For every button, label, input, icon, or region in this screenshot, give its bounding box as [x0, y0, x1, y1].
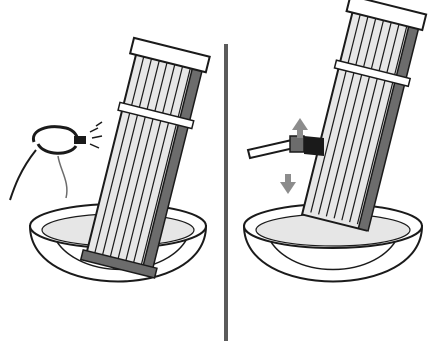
arrow-up-icon: [292, 118, 308, 138]
arrow-down-icon: [280, 174, 296, 194]
spray-nozzle-icon: [10, 122, 102, 200]
panel-divider: [224, 44, 228, 341]
cleaning-brush-icon: [248, 136, 324, 158]
panel-brush: [232, 0, 442, 341]
cartridge-filter: [296, 0, 426, 232]
panel-rinse: [0, 0, 222, 341]
